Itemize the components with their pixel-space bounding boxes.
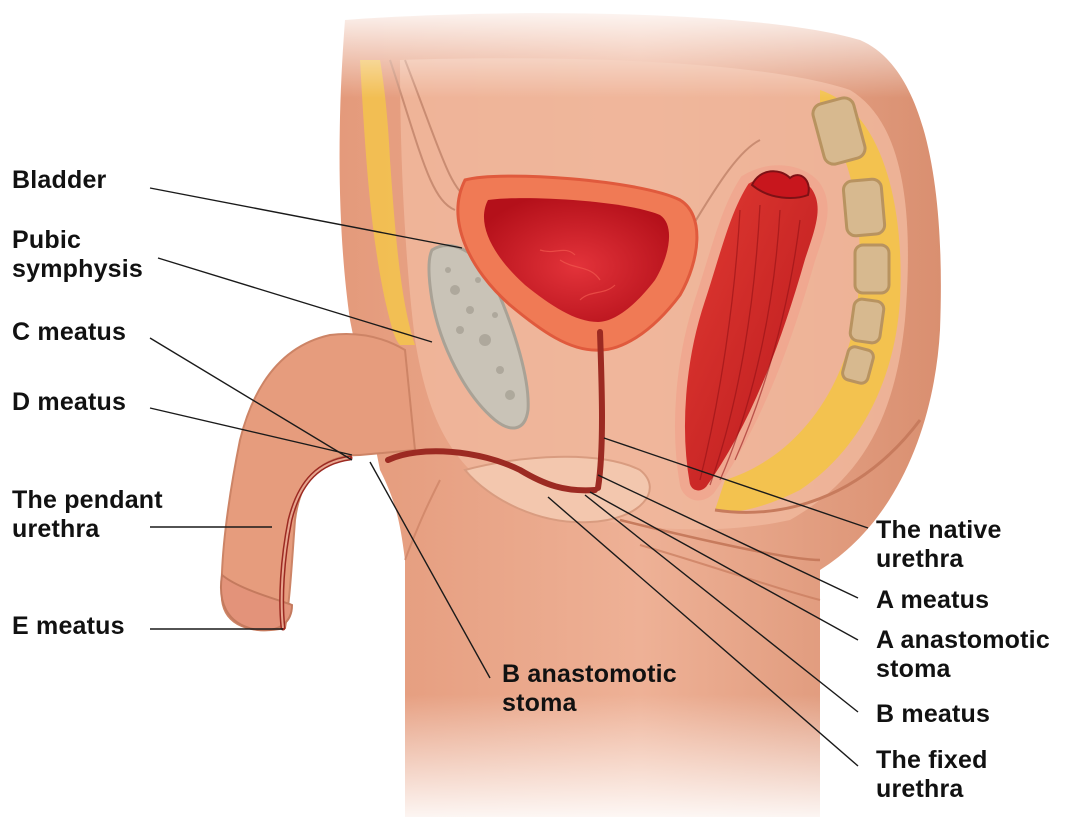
label-fixed-urethra: The fixed urethra [876,746,988,804]
label-b-anastomotic-stoma: B anastomotic stoma [502,660,677,718]
label-e-meatus: E meatus [12,612,125,641]
label-a-anastomotic-stoma: A anastomotic stoma [876,626,1050,684]
label-pubic-symphysis: Pubic symphysis [12,226,143,284]
label-bladder: Bladder [12,166,106,195]
label-a-meatus: A meatus [876,586,989,615]
label-native-urethra: The native urethra [876,516,1002,574]
label-d-meatus: D meatus [12,388,126,417]
label-c-meatus: C meatus [12,318,126,347]
label-b-meatus: B meatus [876,700,990,729]
label-pendant-urethra: The pendant urethra [12,486,163,544]
